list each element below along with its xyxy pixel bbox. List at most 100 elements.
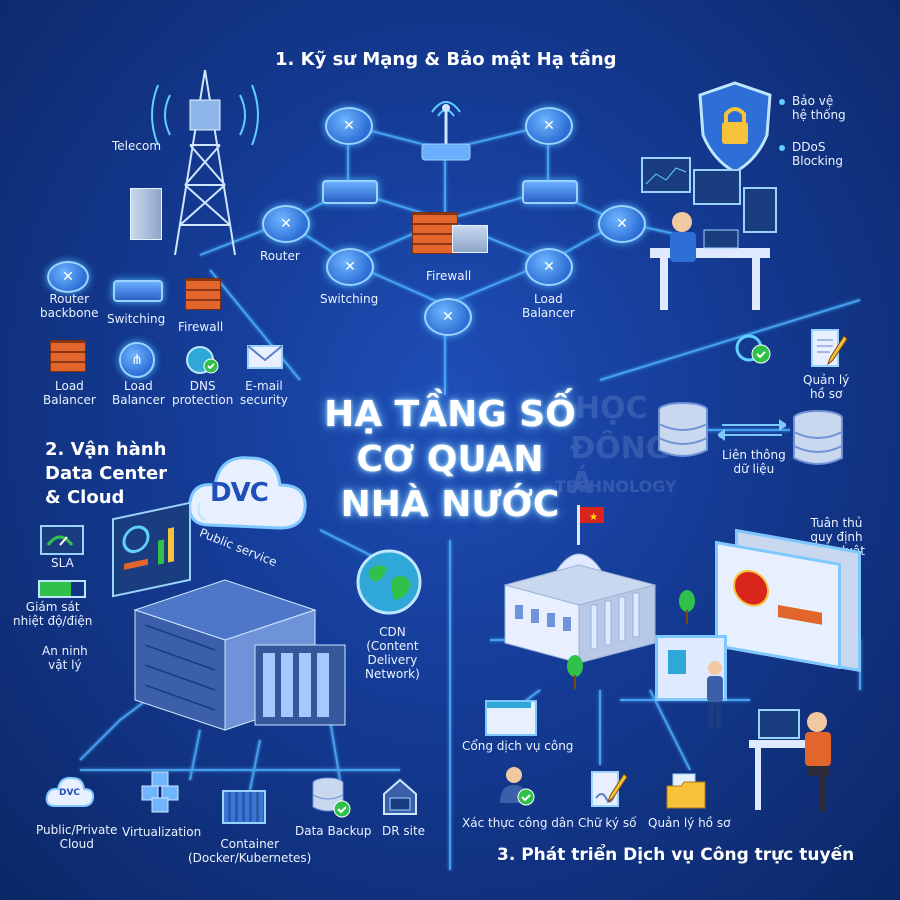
telecom-cabinet xyxy=(130,188,162,240)
dr-site-label: DR site xyxy=(382,824,426,838)
database-check-icon xyxy=(310,775,352,819)
router-node-1: ✕ xyxy=(325,107,373,145)
legend-dns-protection: DNS protection xyxy=(172,379,234,407)
house-icon xyxy=(380,774,420,818)
telecom-label: Telecom xyxy=(112,139,162,153)
router-node-7: ✕ xyxy=(424,298,472,336)
document-pen-icon xyxy=(808,328,848,370)
building-icon: ★ xyxy=(503,505,657,664)
security-bullet-1: Bảo vệ hệ thống xyxy=(792,94,846,122)
database-icon xyxy=(658,402,708,457)
load-balancer-icon: ⋔ xyxy=(119,342,155,378)
records-label: Quản lý hồ sơ xyxy=(803,373,850,401)
bullet-dot xyxy=(779,145,785,151)
switching-icon xyxy=(113,280,163,302)
main-title-line2: CƠ QUAN xyxy=(356,439,544,480)
exchange-arrows-icon xyxy=(716,418,788,442)
router-node-2: ✕ xyxy=(525,107,573,145)
profile-icon xyxy=(668,650,686,674)
switch-node-1 xyxy=(322,180,378,204)
router-backbone-icon: ✕ xyxy=(47,261,89,293)
database-left xyxy=(655,400,711,462)
chart-gauge-icon xyxy=(122,525,174,570)
citizen-check-icon xyxy=(496,765,536,809)
arrows-icon: ✕ xyxy=(543,118,555,134)
sla-label: SLA xyxy=(51,556,74,570)
digital-signature-label: Chữ ký số xyxy=(578,816,637,830)
shield-icon xyxy=(698,81,772,174)
data-center-building xyxy=(115,565,350,755)
arrows-icon: ✕ xyxy=(343,118,355,134)
data-backup-label: Data Backup xyxy=(295,824,372,838)
section3-heading: 3. Phát triển Dịch vụ Công trực tuyến xyxy=(497,845,855,865)
main-title: HẠ TẦNG SỐ CƠ QUAN NHÀ NƯỚC xyxy=(300,392,600,527)
monitor-label: Giám sát nhiệt độ/điện xyxy=(13,600,93,628)
records-management-label: Quản lý hồ sơ xyxy=(648,816,731,830)
browser-header xyxy=(487,702,531,708)
check-badge-icon xyxy=(735,332,775,366)
firewall-icon xyxy=(185,278,221,310)
container-icon xyxy=(222,790,266,824)
container-label: Container (Docker/Kubernetes) xyxy=(188,837,312,865)
watermark: HỌC ĐÔNG Á TECHNOLOGY xyxy=(330,385,690,505)
load-balancer-label: Load Balancer xyxy=(522,292,575,320)
virtualization-label: Virtualization xyxy=(122,825,202,839)
firewall-label: Firewall xyxy=(426,269,472,283)
router-node-3: ✕ xyxy=(262,205,310,243)
tree-icon xyxy=(678,590,696,624)
security-bullet-2: DDoS Blocking xyxy=(792,140,844,168)
wifi-icon xyxy=(421,101,471,161)
firewall-box xyxy=(452,225,488,253)
switch-node-2 xyxy=(522,180,578,204)
router-node-4: ✕ xyxy=(326,248,374,286)
wifi-access-point xyxy=(418,92,474,164)
citizen-figure xyxy=(700,660,730,730)
arrows-icon: ✕ xyxy=(280,216,292,232)
bullet-dot xyxy=(779,99,785,105)
envelope-icon xyxy=(246,342,284,372)
legend-switching: Switching xyxy=(107,312,166,326)
globe-shield-icon xyxy=(184,344,220,376)
legend-load-balancer-2: Load Balancer xyxy=(112,379,165,407)
dashboard-screen xyxy=(112,501,191,598)
dvc-cloud: DVC xyxy=(185,440,310,545)
router-label: Router xyxy=(260,249,300,263)
firewall-icon xyxy=(50,340,86,372)
watermark-line2: ĐÔNG Á xyxy=(570,431,671,501)
browser-window-icon xyxy=(485,700,537,736)
monitoring-workstation xyxy=(640,150,780,320)
arrows-icon: ✕ xyxy=(344,259,356,275)
shield-lock xyxy=(695,80,775,175)
developer-icon xyxy=(749,709,831,812)
sla-gauge xyxy=(40,525,84,555)
physical-security-label: An ninh vật lý xyxy=(42,644,88,672)
telecom-tower xyxy=(150,55,260,265)
cloud-icon: DVC xyxy=(45,772,95,812)
section1-heading: 1. Kỹ sư Mạng & Bảo mật Hạ tầng xyxy=(275,49,617,70)
switching-label: Switching xyxy=(320,292,379,306)
emblem-icon xyxy=(733,567,769,610)
folder-icon xyxy=(665,772,707,810)
main-title-line3: NHÀ NƯỚC xyxy=(340,484,560,525)
portal-button xyxy=(778,605,822,625)
arrows-icon: ✕ xyxy=(442,309,454,325)
section2-heading: 2. Vận hành Data Center & Cloud xyxy=(45,439,168,508)
arrows-icon: ✕ xyxy=(62,269,74,285)
government-building: ★ xyxy=(495,505,665,665)
legend-firewall: Firewall xyxy=(178,320,224,334)
person-icon xyxy=(707,661,723,728)
portal-label: Cổng dịch vụ công xyxy=(462,739,574,753)
public-private-cloud-label: Public/Private Cloud xyxy=(36,823,118,851)
share-icon: ⋔ xyxy=(131,352,143,368)
exchange-label: Liên thông dữ liệu xyxy=(722,448,786,476)
tree-icon xyxy=(566,655,584,689)
cdn-globe xyxy=(355,548,423,616)
cloud-dvc-badge: DVC xyxy=(59,788,81,798)
developer-desk xyxy=(745,700,855,820)
legend-load-balancer-1: Load Balancer xyxy=(43,379,96,407)
citizen-auth-label: Xác thực công dân xyxy=(462,816,574,830)
main-title-line1: HẠ TẦNG SỐ xyxy=(324,394,576,435)
cdn-label: CDN (Content Delivery Network) xyxy=(365,625,420,681)
firewall-brick xyxy=(412,212,458,254)
portal-screen-front xyxy=(715,540,841,670)
